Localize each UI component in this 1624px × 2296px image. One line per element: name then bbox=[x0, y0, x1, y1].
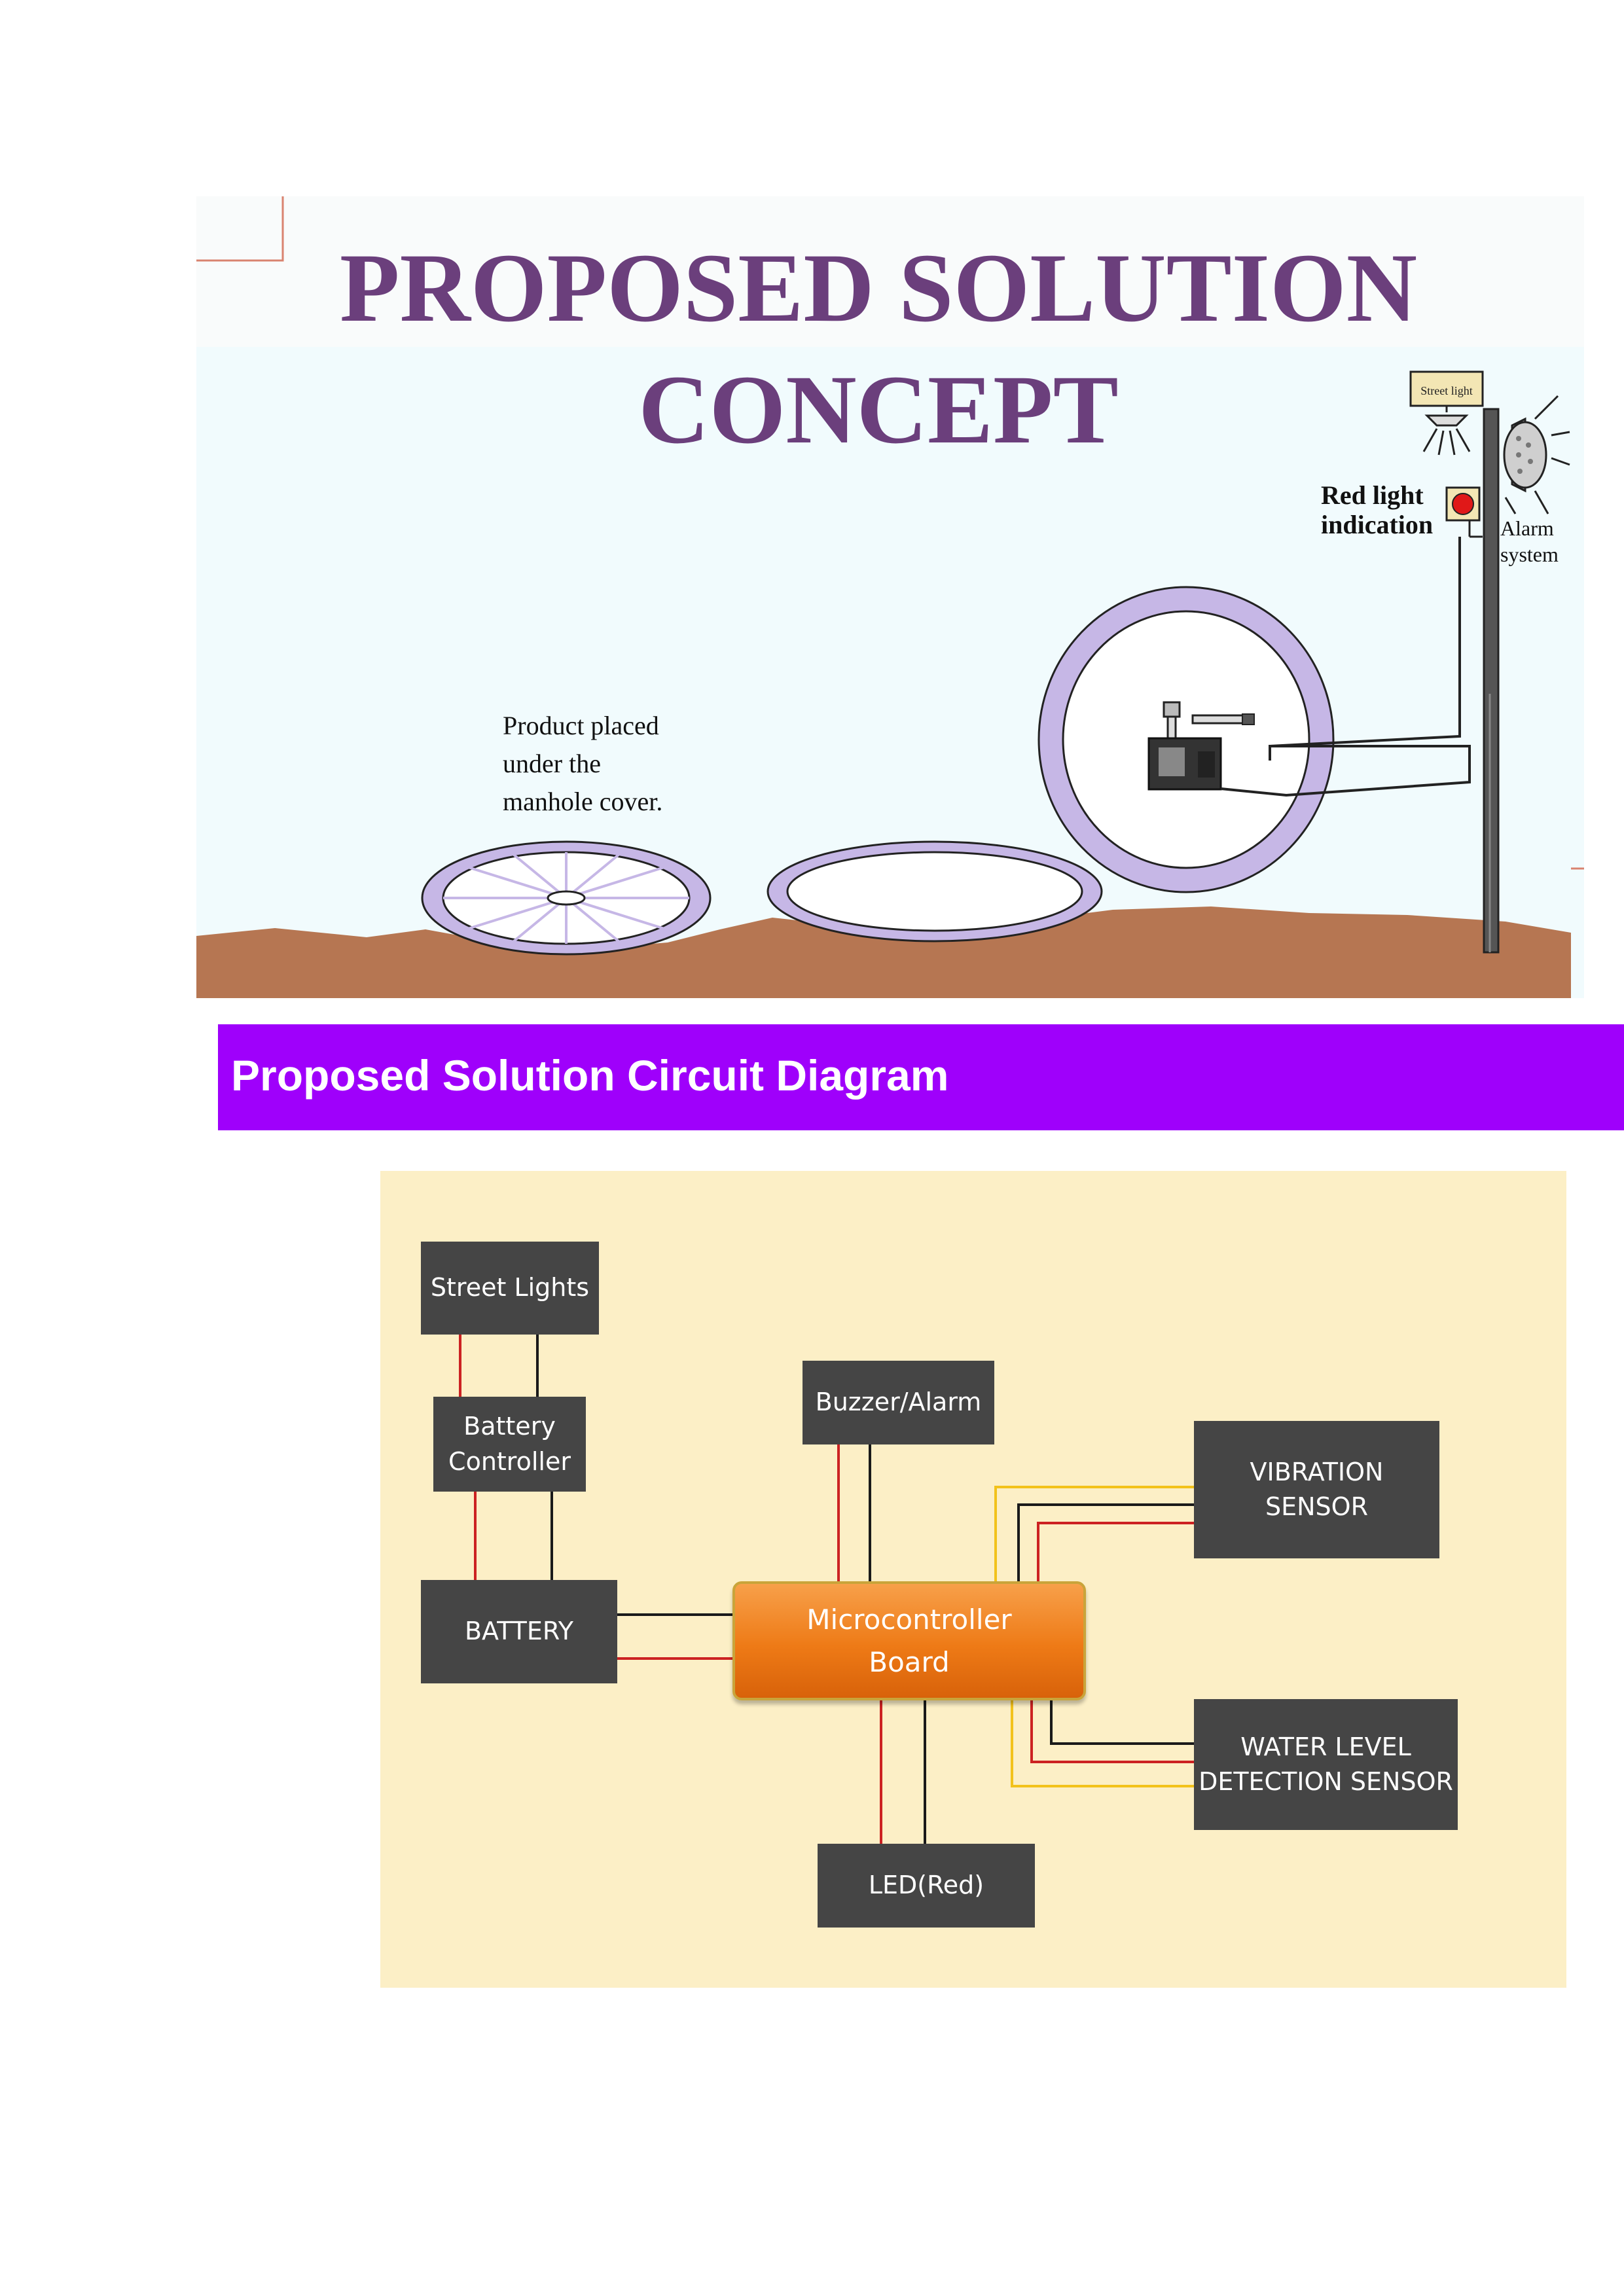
alarm-siren-icon bbox=[1503, 395, 1570, 514]
corner-decoration bbox=[196, 196, 284, 262]
manhole-cover-spoked bbox=[421, 840, 712, 956]
street-light-sign-label: Street light bbox=[1420, 384, 1473, 397]
product-label-line1: Product placed bbox=[503, 711, 659, 740]
red-light-label-line1: Red light bbox=[1321, 480, 1424, 510]
red-light-icon bbox=[1445, 486, 1483, 538]
ground bbox=[196, 906, 1571, 998]
microcontroller-board-block: Microcontroller Board bbox=[732, 1581, 1086, 1700]
street-light-sign bbox=[1409, 370, 1484, 407]
circuit-wires bbox=[459, 1335, 1194, 1844]
circuit-diagram-banner: Proposed Solution Circuit Diagram bbox=[218, 1024, 1624, 1130]
wire-black bbox=[1050, 1700, 1194, 1745]
red-light-label-line2: indication bbox=[1321, 510, 1433, 539]
product-label-line3: manhole cover. bbox=[503, 787, 662, 816]
street-lights-block: Street Lights bbox=[421, 1242, 599, 1335]
manhole-cover-plain bbox=[767, 840, 1103, 942]
street-pole: Street light bbox=[1409, 370, 1570, 954]
concept-title-line2: CONCEPT bbox=[638, 355, 1118, 464]
led-red-block: LED(Red) bbox=[818, 1844, 1035, 1928]
concept-illustration: PROPOSED SOLUTION CONCEPT bbox=[196, 196, 1584, 998]
circuit-diagram-title: Proposed Solution Circuit Diagram bbox=[231, 1051, 949, 1100]
manhole-cover-with-device bbox=[1038, 537, 1471, 893]
wire-yellow bbox=[994, 1486, 1194, 1582]
water-level-sensor-block: WATER LEVEL DETECTION SENSOR bbox=[1194, 1699, 1458, 1830]
vibration-sensor-block: VIBRATION SENSOR bbox=[1194, 1421, 1439, 1558]
alarm-label-line2: system bbox=[1500, 543, 1559, 566]
circuit-diagram: Street Lights Battery Controller BATTERY… bbox=[380, 1171, 1566, 1988]
wire-black bbox=[1017, 1503, 1194, 1582]
device-cable bbox=[1220, 745, 1471, 797]
concept-title-line1: PROPOSED SOLUTION bbox=[340, 234, 1417, 342]
battery-block: BATTERY bbox=[421, 1580, 617, 1683]
product-label-line2: under the bbox=[503, 749, 601, 778]
battery-controller-block: Battery Controller bbox=[433, 1397, 586, 1492]
sensor-device bbox=[1147, 701, 1255, 791]
wire-red bbox=[1030, 1700, 1194, 1763]
alarm-label-line1: Alarm bbox=[1500, 516, 1554, 540]
buzzer-alarm-block: Buzzer/Alarm bbox=[803, 1361, 994, 1444]
wire-red bbox=[1037, 1522, 1194, 1582]
wire-yellow bbox=[1011, 1700, 1194, 1787]
